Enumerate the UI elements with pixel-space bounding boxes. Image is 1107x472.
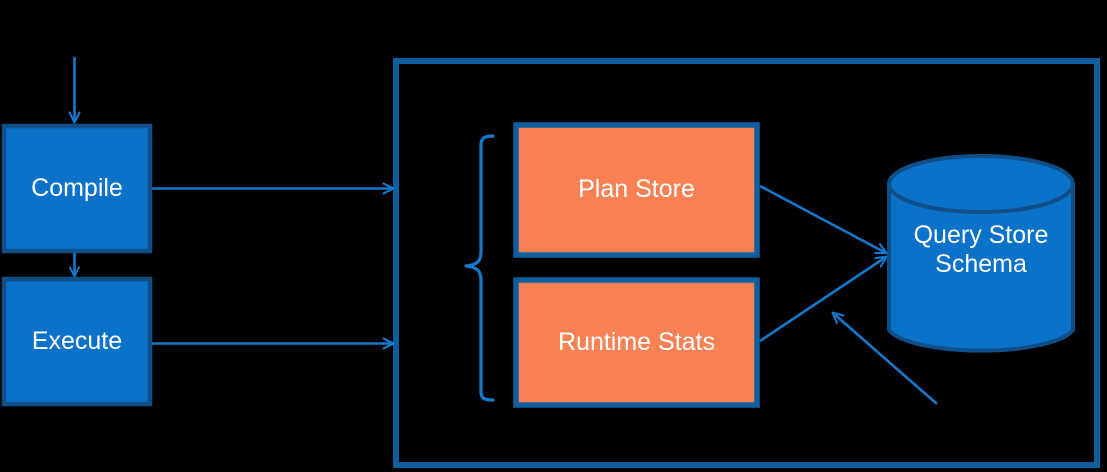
node-query-store-schema-cylinder[interactable] — [887, 154, 1075, 353]
edge-plan-store-to-schema — [759, 184, 886, 253]
store-group-brace — [464, 134, 495, 402]
node-compile-box[interactable] — [1, 123, 153, 254]
edge-runtime-stats-to-schema — [759, 257, 886, 343]
node-plan-store-box[interactable] — [513, 122, 760, 258]
edge-external-to-schema — [833, 313, 938, 405]
node-execute-box[interactable] — [1, 276, 153, 407]
node-runtime-stats-box[interactable] — [513, 277, 760, 408]
query-store-boundary — [393, 58, 1100, 468]
